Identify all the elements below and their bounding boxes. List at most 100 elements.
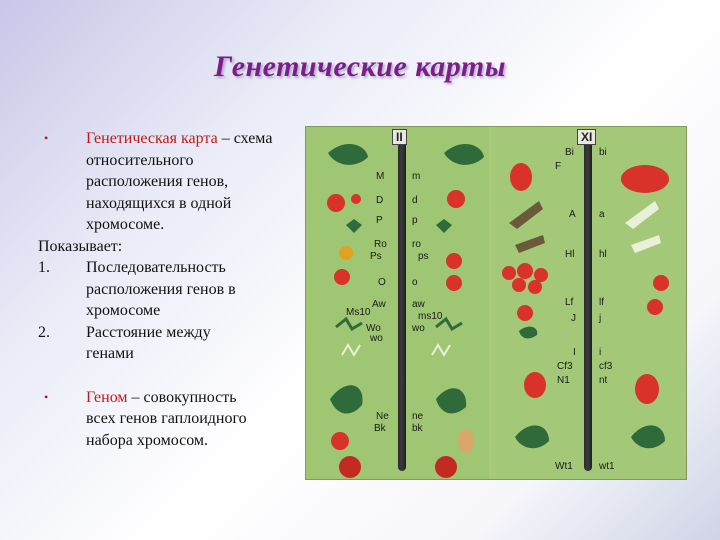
item-number: 1. <box>38 259 50 276</box>
shows-item: 1. Последовательность расположения генов… <box>38 257 300 322</box>
chromosome-panel-left: II M m D d P p Ro ro Ps <box>306 127 489 479</box>
chromosome-map-illustration: II M m D d P p Ro ro Ps <box>305 126 687 480</box>
plant-drawings-right <box>502 163 669 449</box>
gene-label: N1 <box>557 375 570 386</box>
gene-label: Ro <box>374 239 387 250</box>
definition-line: хромосоме. <box>86 216 165 233</box>
stem-icon <box>335 316 463 332</box>
genome-line: набора хромосом. <box>86 431 209 449</box>
gene-label: P <box>376 215 383 226</box>
gene-label: i <box>599 347 602 358</box>
gene-label: J <box>571 313 576 324</box>
leaf-icon <box>444 144 484 165</box>
item-line: хромосоме <box>86 302 161 319</box>
stem-icon <box>341 343 451 357</box>
genome-item: • Геном – совокупность всех генов гаплои… <box>38 387 300 452</box>
gene-label: ms10 <box>418 311 443 322</box>
gene-label: cf3 <box>599 361 613 372</box>
gene-label: F <box>555 161 562 172</box>
gene-label: o <box>412 277 418 288</box>
tomato-icon <box>502 266 516 280</box>
plant-drawings-left <box>327 144 484 478</box>
gene-label: M <box>376 171 385 182</box>
gene-label: Lf <box>565 297 574 308</box>
gene-label: Wo <box>366 323 381 334</box>
tomato-icon <box>621 165 669 193</box>
gene-label: a <box>599 209 605 220</box>
term-genetic-map: Генетическая карта <box>86 130 218 147</box>
definition-line: – схема относительного <box>86 130 273 169</box>
tomato-slice-icon <box>435 456 457 478</box>
tomato-icon <box>635 374 659 404</box>
gene-label: lf <box>599 297 604 308</box>
bullet-mark: • <box>44 389 49 404</box>
gene-label: A <box>569 209 576 220</box>
flower-icon <box>339 246 353 260</box>
tomato-slice-icon <box>339 456 361 478</box>
leaf-icon <box>519 326 538 339</box>
chromosome-label: II <box>392 129 407 145</box>
gene-label: ro <box>412 239 421 250</box>
tomato-icon <box>517 305 533 321</box>
tomato-icon <box>510 163 532 191</box>
stem-icon <box>625 201 659 229</box>
bullet-mark: • <box>44 131 49 145</box>
gene-label: Hl <box>565 249 575 260</box>
stem-icon <box>631 235 661 253</box>
leaf-icon <box>328 144 368 165</box>
gene-label: j <box>599 313 602 324</box>
tomato-icon <box>334 269 350 285</box>
tomato-icon <box>653 275 669 291</box>
gene-label: Ms10 <box>346 307 371 318</box>
gene-label: wt1 <box>599 461 615 472</box>
gene-label: hl <box>599 249 607 260</box>
gene-label: wo <box>412 323 425 334</box>
stem-icon <box>515 235 545 253</box>
item-line: Расстояние между <box>86 323 211 341</box>
gene-label: Bk <box>374 423 386 434</box>
gene-label: wo <box>370 333 383 344</box>
chromosome-panel-right: XI Bi bi F A a Hl hl Lf lf J j <box>495 127 686 479</box>
gene-label: Bi <box>565 147 574 158</box>
leaf-icon <box>436 388 467 414</box>
chromosome-label: XI <box>577 129 597 145</box>
tomato-icon <box>331 432 349 450</box>
shows-item: 2. Расстояние между генами <box>38 322 300 365</box>
gene-label: Aw <box>372 299 386 310</box>
tomato-icon <box>446 253 462 269</box>
item-line: генами <box>86 345 134 362</box>
gene-label: Cf3 <box>557 361 573 372</box>
tomato-icon <box>351 194 361 204</box>
gene-label: bk <box>412 423 423 434</box>
gene-label: p <box>412 215 418 226</box>
tomato-icon <box>327 194 345 212</box>
leaf-icon <box>515 425 549 449</box>
slide-title: Генетические карты <box>213 50 507 83</box>
genome-line: всех генов гаплоидного <box>86 410 247 427</box>
chromosome-bar <box>584 141 592 471</box>
gene-label: bi <box>599 147 607 158</box>
tomato-icon <box>524 372 546 398</box>
gene-label: O <box>378 277 386 288</box>
gene-label: d <box>412 195 418 206</box>
gene-label: D <box>376 195 384 206</box>
gene-label: Wt1 <box>555 461 573 472</box>
gene-label: ne <box>412 411 424 422</box>
gene-label: m <box>412 171 421 182</box>
leaf-icon <box>631 425 665 449</box>
tomato-icon <box>447 190 465 208</box>
tomato-icon <box>647 299 663 315</box>
shows-heading: Показывает: <box>38 237 123 255</box>
item-line: расположения генов в <box>86 280 236 298</box>
gene-label: Ne <box>376 411 389 422</box>
genome-line: – совокупность <box>131 388 237 406</box>
stem-icon <box>509 201 543 229</box>
gene-label: I <box>573 347 576 358</box>
gene-label: aw <box>412 299 425 310</box>
leaf-icon <box>330 385 363 414</box>
pear-fruit-icon <box>458 429 474 453</box>
leaf-icon <box>346 219 362 233</box>
item-number: 2. <box>38 323 50 341</box>
definition-line: находящихся в одной <box>86 194 232 212</box>
definition-line: расположения генов, <box>86 173 229 190</box>
